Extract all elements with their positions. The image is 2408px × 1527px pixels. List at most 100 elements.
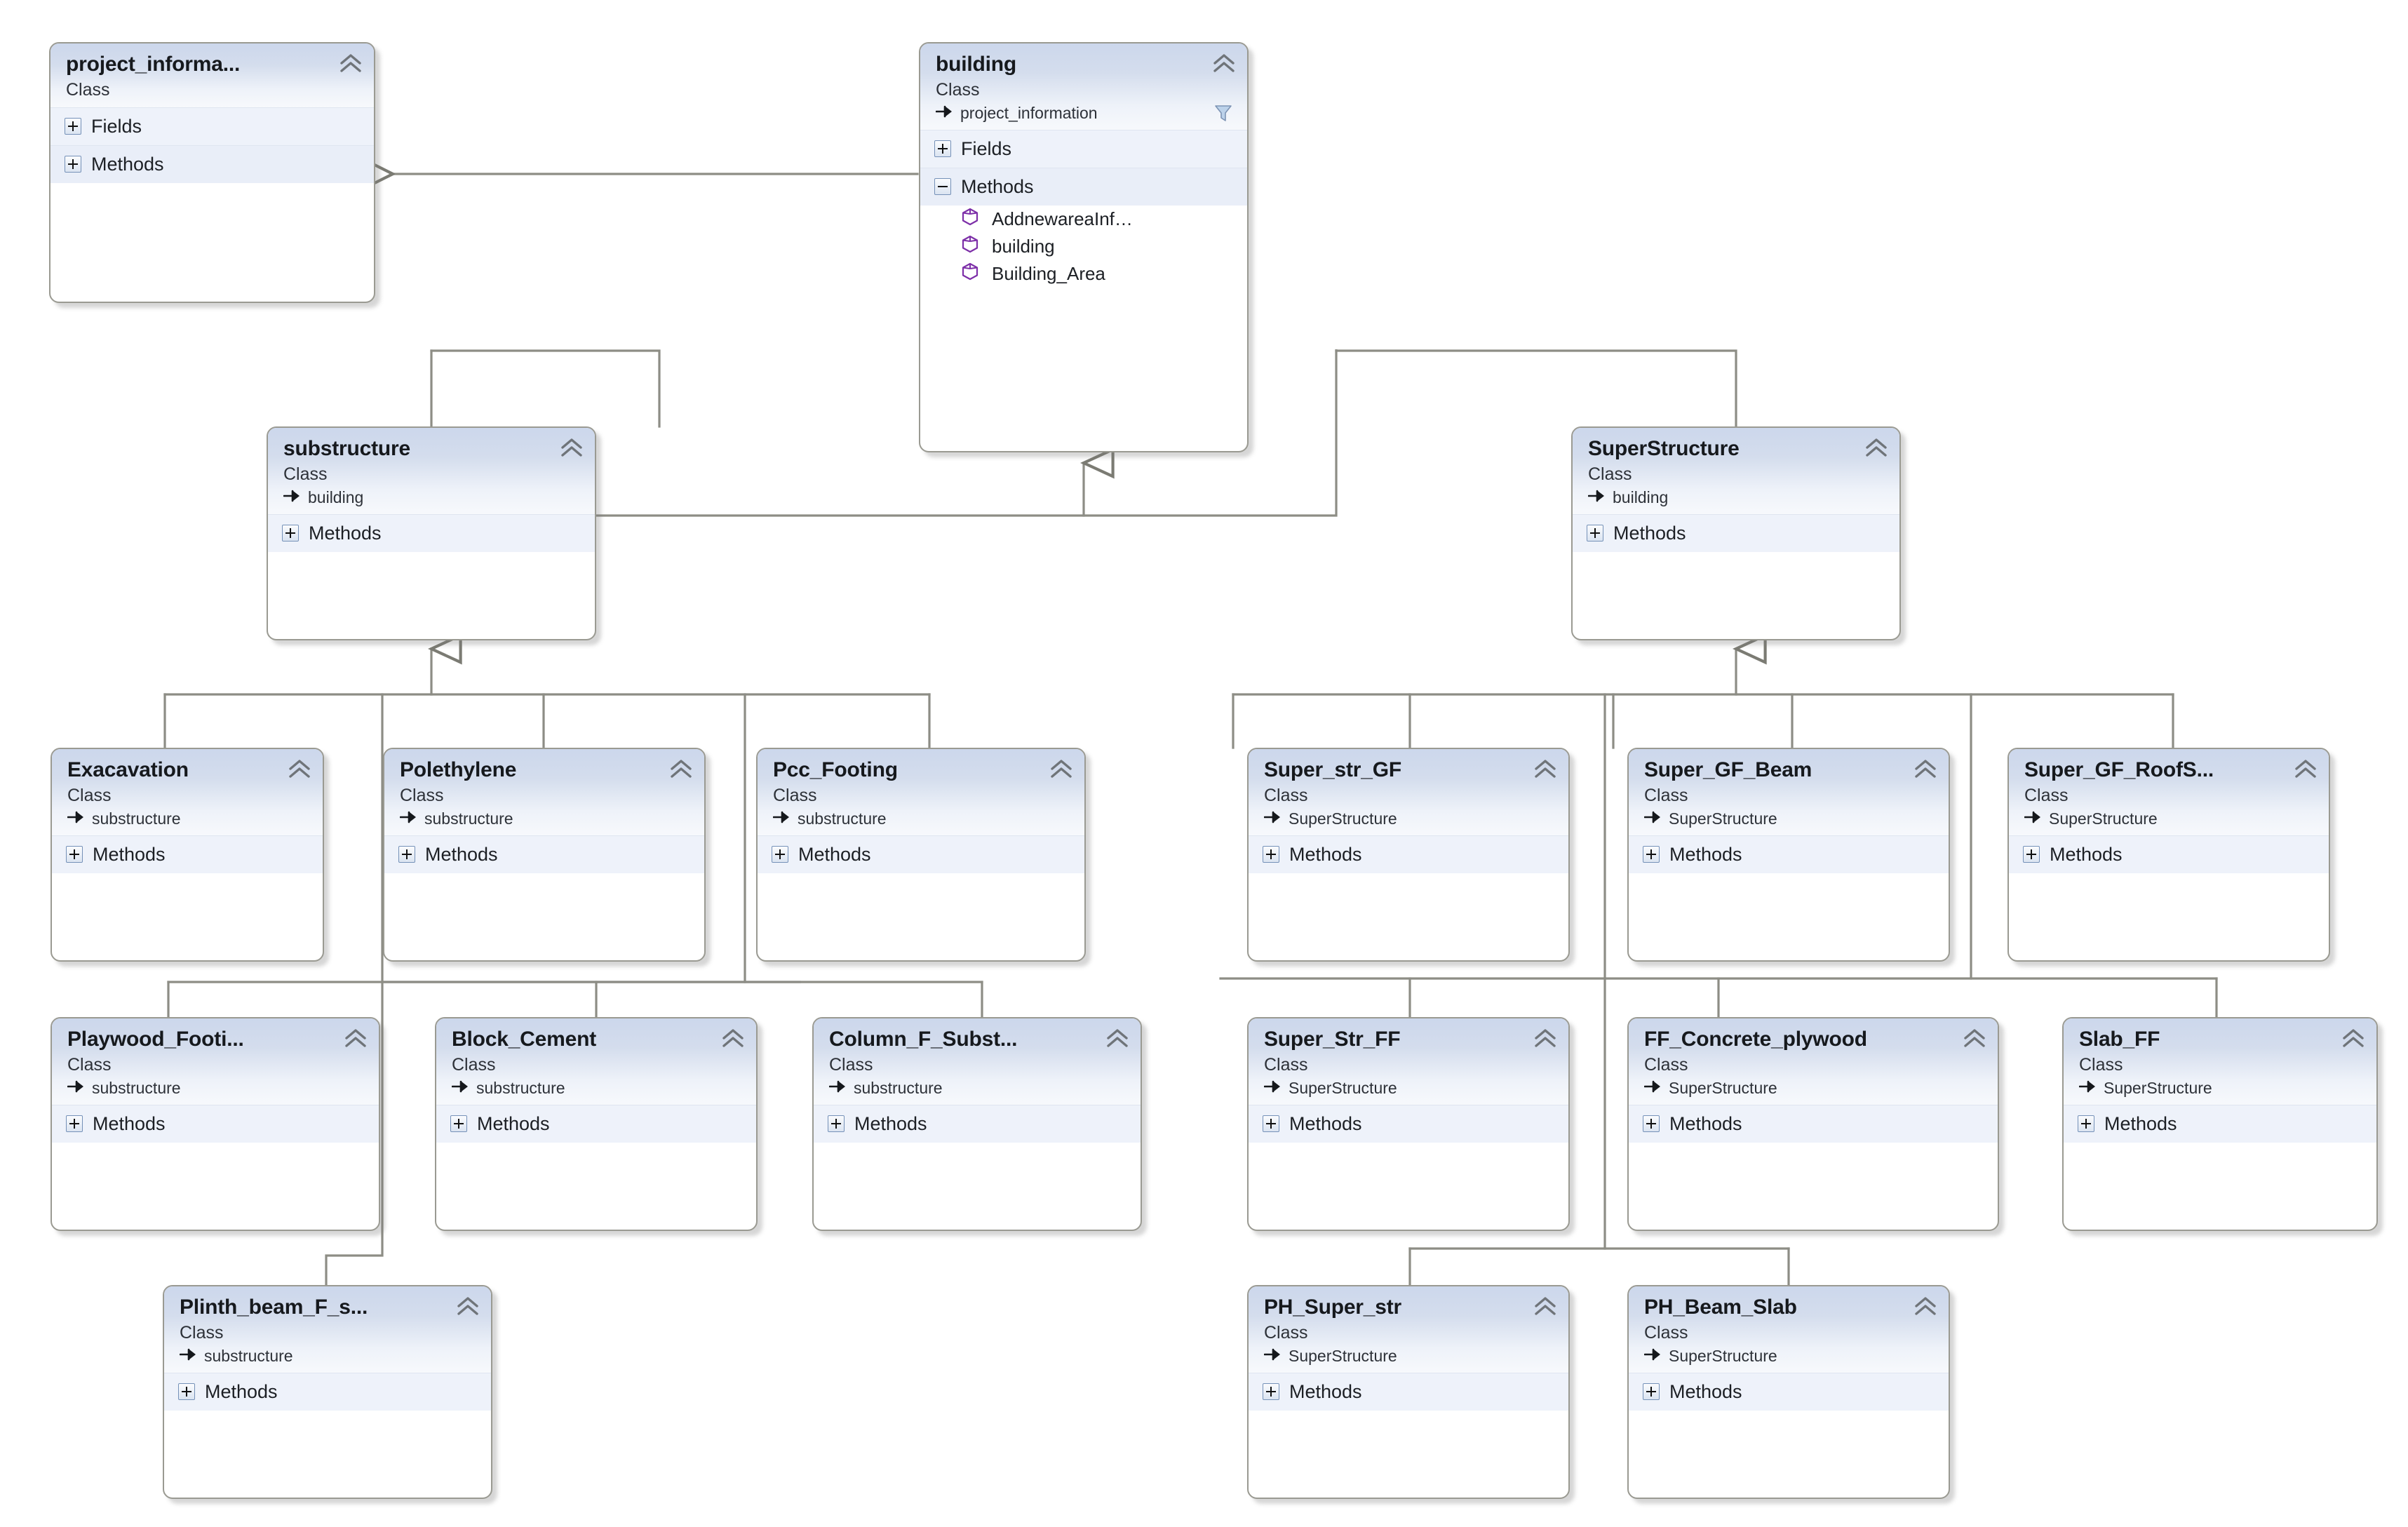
chevron-up-double-icon[interactable] bbox=[344, 1028, 368, 1049]
filter-funnel-icon[interactable] bbox=[1213, 103, 1233, 123]
compartment-fields[interactable]: Fields bbox=[51, 107, 374, 145]
expand-toggle-icon[interactable] bbox=[1643, 1383, 1660, 1401]
chevron-up-double-icon[interactable] bbox=[1533, 1028, 1557, 1049]
compartment-label: Methods bbox=[93, 843, 166, 865]
compartment-methods[interactable]: Methods bbox=[814, 1104, 1141, 1143]
chevron-up-double-icon[interactable] bbox=[2294, 759, 2318, 780]
compartment-methods[interactable]: Methods bbox=[2064, 1104, 2376, 1143]
compartment-fields[interactable]: Fields bbox=[920, 129, 1247, 168]
compartment-methods[interactable]: Methods bbox=[52, 835, 323, 873]
compartment-methods[interactable]: Methods bbox=[436, 1104, 756, 1143]
collapse-toggle-icon[interactable] bbox=[934, 178, 951, 196]
chevron-up-double-icon[interactable] bbox=[1913, 759, 1937, 780]
expand-toggle-icon[interactable] bbox=[450, 1115, 467, 1133]
class-name: Pcc_Footing bbox=[773, 759, 898, 781]
chevron-up-double-icon[interactable] bbox=[288, 759, 311, 780]
base-class-row: SuperStructure bbox=[2078, 1079, 2364, 1096]
chevron-up-double-icon[interactable] bbox=[1049, 759, 1073, 780]
method-item[interactable]: Building_Area bbox=[920, 260, 1247, 288]
expand-toggle-icon[interactable] bbox=[1263, 1383, 1279, 1401]
edge-branch-substructure bbox=[430, 349, 661, 428]
compartment-methods[interactable]: Methods bbox=[52, 1104, 379, 1143]
compartment-methods[interactable]: Methods bbox=[1629, 1104, 1998, 1143]
chevron-up-double-icon[interactable] bbox=[560, 438, 584, 459]
expand-toggle-icon[interactable] bbox=[65, 118, 81, 135]
chevron-up-double-icon[interactable] bbox=[669, 759, 693, 780]
expand-toggle-icon[interactable] bbox=[1587, 525, 1603, 542]
class-kind-label: Class bbox=[773, 785, 817, 805]
expand-toggle-icon[interactable] bbox=[934, 140, 951, 158]
expand-toggle-icon[interactable] bbox=[1263, 846, 1279, 863]
expand-toggle-icon[interactable] bbox=[66, 1115, 83, 1133]
chevron-up-double-icon[interactable] bbox=[1864, 438, 1888, 459]
compartment-methods[interactable]: Methods bbox=[1629, 1372, 1949, 1411]
chevron-up-double-icon[interactable] bbox=[1963, 1028, 1986, 1049]
chevron-up-double-icon[interactable] bbox=[1533, 1296, 1557, 1317]
edge-branch-superstructure bbox=[1335, 349, 1737, 428]
base-class-name: substructure bbox=[424, 809, 513, 828]
compartment-methods[interactable]: Methods bbox=[920, 167, 1247, 206]
expand-toggle-icon[interactable] bbox=[66, 846, 83, 863]
compartment-methods[interactable]: Methods bbox=[51, 144, 374, 183]
base-class-name: building bbox=[308, 487, 364, 506]
chevron-up-double-icon[interactable] bbox=[1212, 53, 1236, 74]
compartment-methods[interactable]: Methods bbox=[164, 1372, 491, 1411]
expand-toggle-icon[interactable] bbox=[398, 846, 415, 863]
expand-toggle-icon[interactable] bbox=[772, 846, 788, 863]
chevron-up-double-icon[interactable] bbox=[721, 1028, 745, 1049]
compartment-methods[interactable]: Methods bbox=[1573, 513, 1899, 552]
compartment-label: Methods bbox=[425, 843, 498, 865]
method-item[interactable]: AddnewareaInf… bbox=[920, 205, 1247, 233]
chevron-up-double-icon[interactable] bbox=[1913, 1296, 1937, 1317]
expand-toggle-icon[interactable] bbox=[2078, 1115, 2094, 1133]
chevron-up-double-icon[interactable] bbox=[1105, 1028, 1129, 1049]
chevron-up-double-icon[interactable] bbox=[456, 1296, 480, 1317]
expand-toggle-icon[interactable] bbox=[2023, 846, 2040, 863]
chevron-up-double-icon[interactable] bbox=[1533, 759, 1557, 780]
expand-toggle-icon[interactable] bbox=[1263, 1115, 1279, 1133]
expand-toggle-icon[interactable] bbox=[65, 156, 81, 173]
compartment-methods[interactable]: Methods bbox=[1249, 1104, 1568, 1143]
compartment-methods[interactable]: Methods bbox=[384, 835, 704, 873]
compartment-methods[interactable]: Methods bbox=[1629, 835, 1949, 873]
expand-toggle-icon[interactable] bbox=[1643, 846, 1660, 863]
expand-toggle-icon[interactable] bbox=[282, 525, 299, 542]
base-class-arrow-icon bbox=[67, 810, 86, 827]
compartment-methods[interactable]: Methods bbox=[268, 513, 595, 552]
class-box-filler bbox=[1629, 873, 1949, 901]
base-class-row: SuperStructure bbox=[1643, 1347, 1936, 1364]
method-item[interactable]: building bbox=[920, 232, 1247, 260]
expand-toggle-icon[interactable] bbox=[1643, 1115, 1660, 1133]
base-class-row: SuperStructure bbox=[1263, 1347, 1556, 1364]
expand-toggle-icon[interactable] bbox=[828, 1115, 845, 1133]
chevron-up-double-icon[interactable] bbox=[2341, 1028, 2365, 1049]
compartment-methods[interactable]: Methods bbox=[2009, 835, 2329, 873]
compartment-methods[interactable]: Methods bbox=[1249, 1372, 1568, 1411]
class-name: Slab_FF bbox=[2079, 1028, 2160, 1051]
compartment-methods[interactable]: Methods bbox=[758, 835, 1084, 873]
chevron-up-double-icon[interactable] bbox=[339, 53, 363, 74]
compartment-methods[interactable]: Methods bbox=[1249, 835, 1568, 873]
expand-toggle-icon[interactable] bbox=[178, 1383, 195, 1401]
compartment-label: Methods bbox=[1669, 843, 1742, 865]
